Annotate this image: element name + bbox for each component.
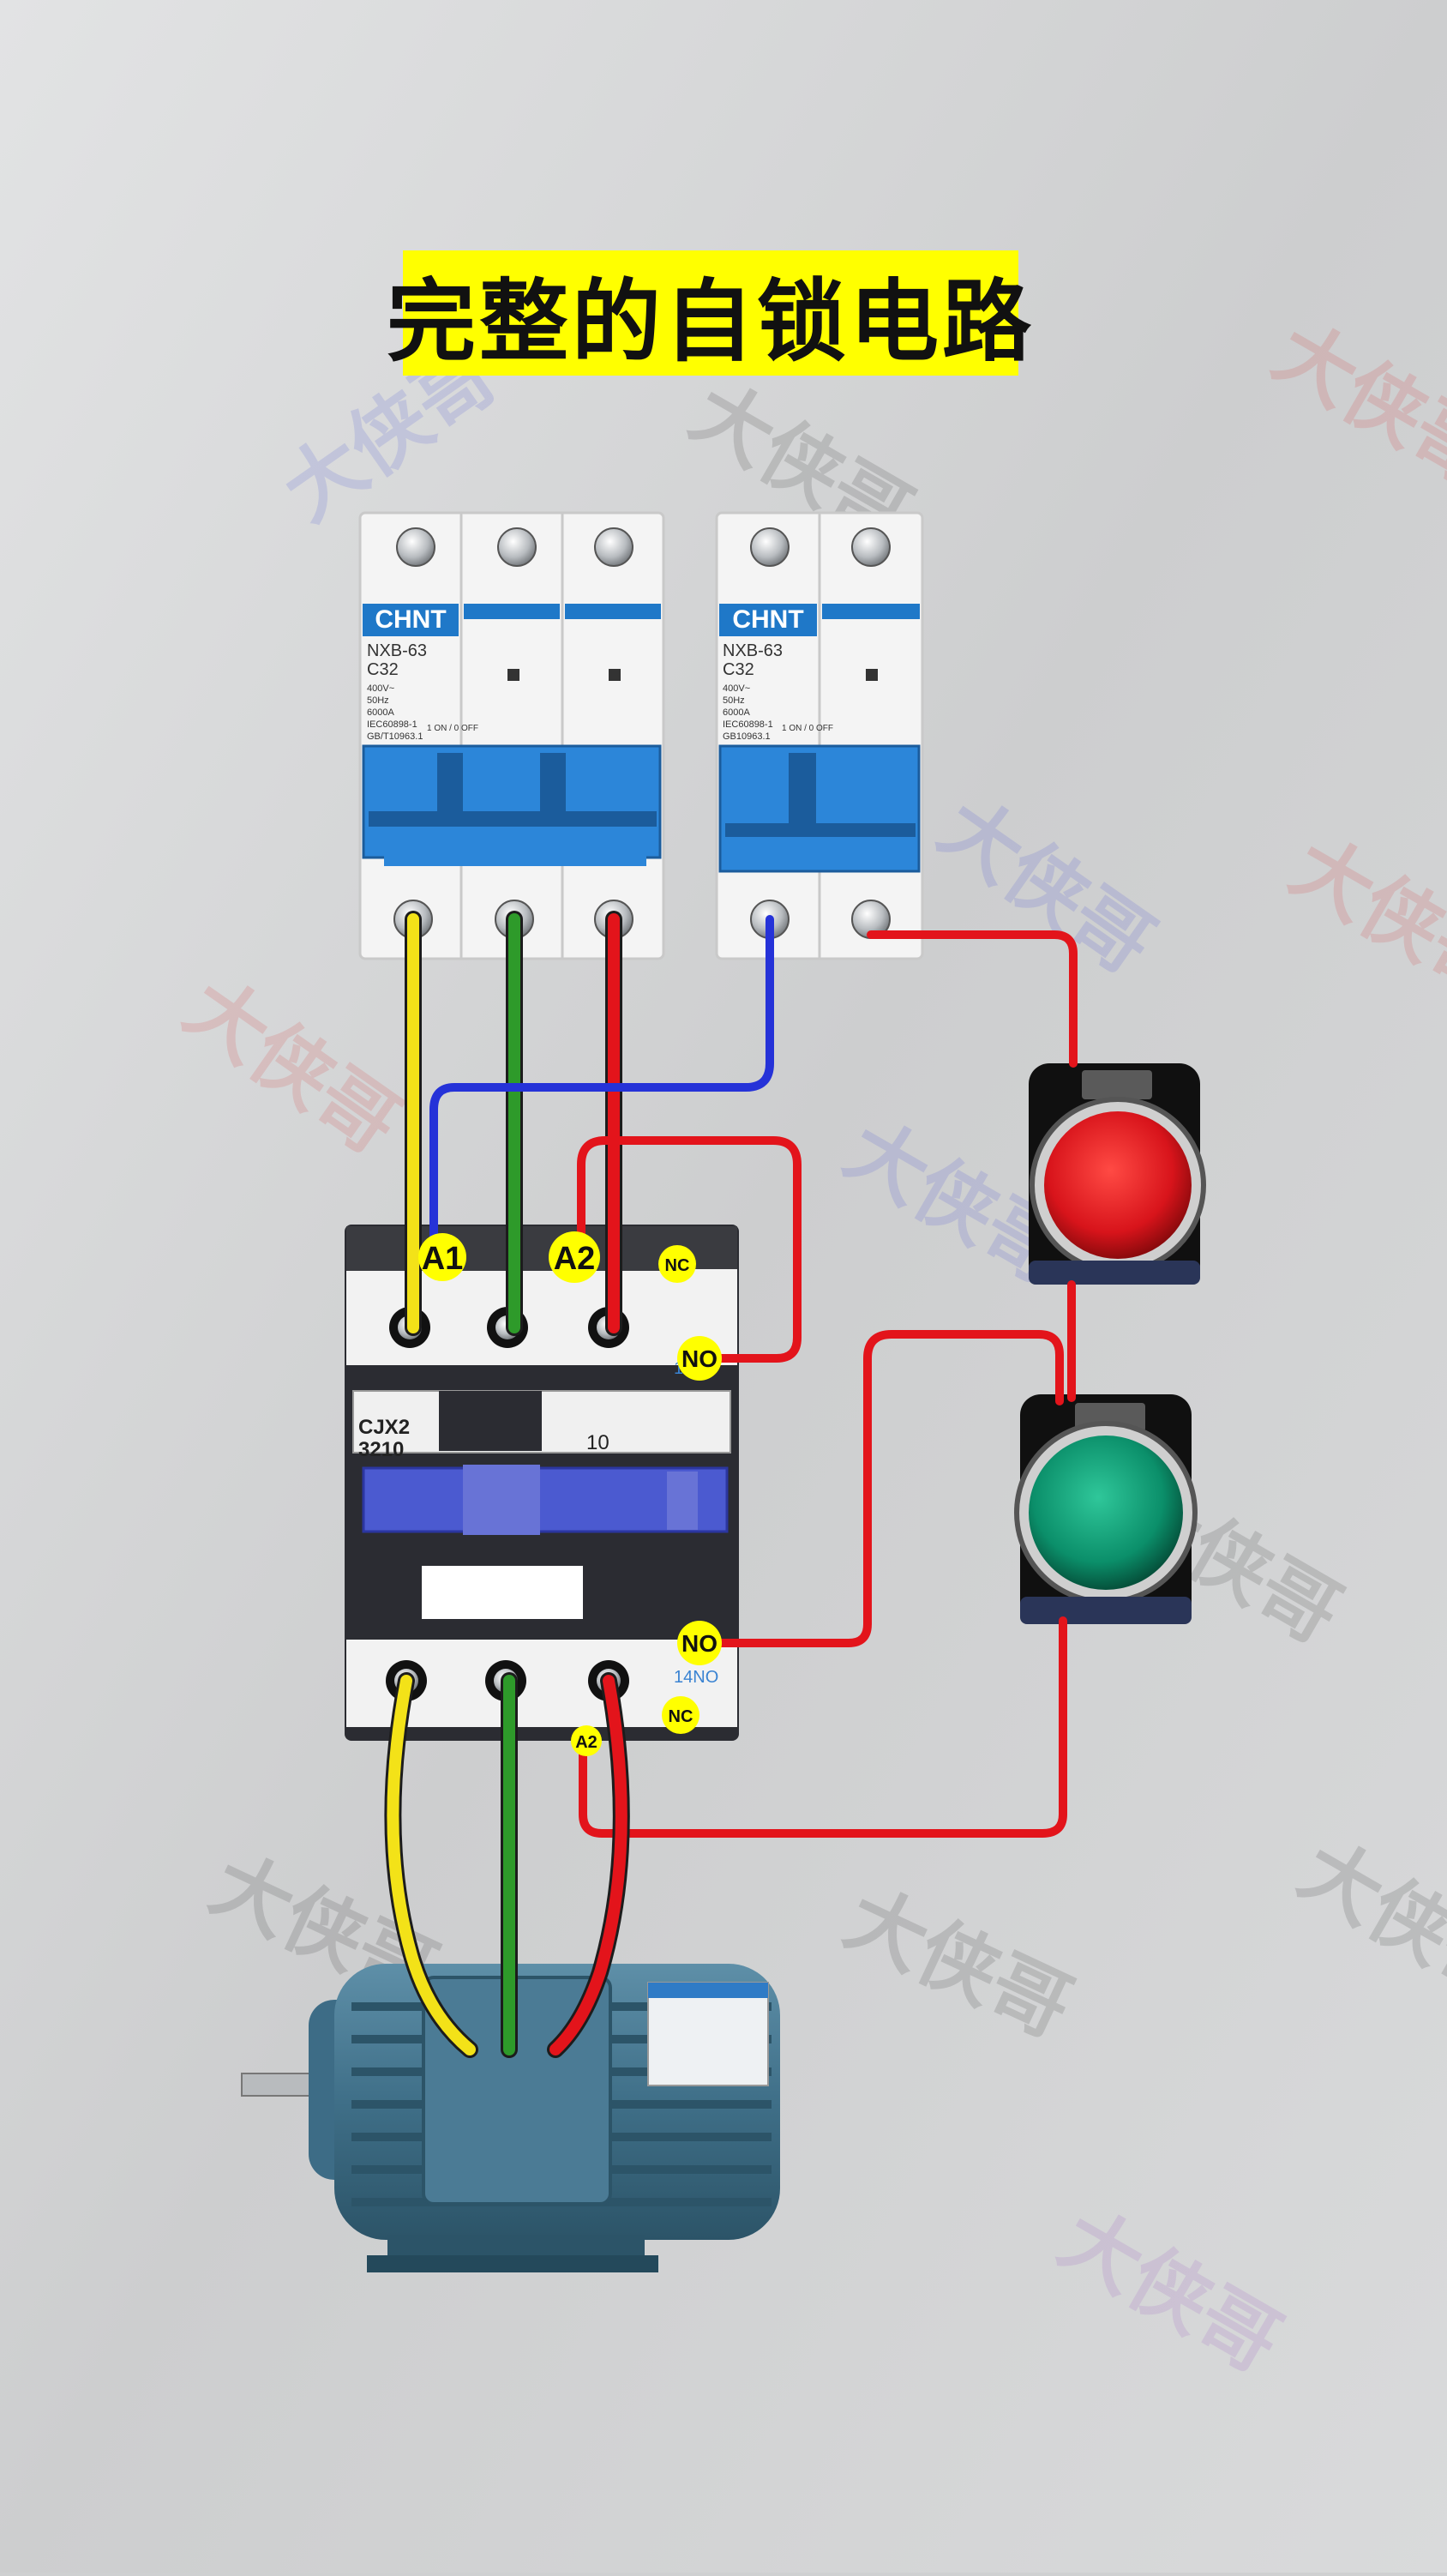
on-off-label: 1 ON / 0 OFF <box>427 724 478 733</box>
nc-badge <box>662 1696 699 1734</box>
rating-label: C32 <box>367 660 399 679</box>
brand-label: CHNT <box>732 605 803 634</box>
breaker-3p: CHNT NXB-63 C32 400V~50Hz6000AIEC60898-1… <box>358 511 665 960</box>
a2-badge <box>549 1231 600 1283</box>
nc-badge <box>658 1245 696 1283</box>
motor-nameplate <box>647 1982 769 2086</box>
spec-line: GB10963.1 <box>723 731 771 742</box>
spec-line: 400V~ <box>367 683 394 694</box>
spec-line: 6000A <box>723 707 750 718</box>
nc-label: NC <box>669 1707 693 1726</box>
wire-red-14no-to-start <box>697 1330 1064 1647</box>
title-banner: 完整的自锁电路 <box>387 250 1031 376</box>
spec-line: 400V~ <box>723 683 750 694</box>
screw-icon <box>750 527 790 567</box>
nc-label: NC <box>665 1256 690 1275</box>
spec-line: IEC60898-1 <box>723 719 773 730</box>
a1-badge <box>418 1233 466 1281</box>
no-code-label: 14NO <box>674 1668 718 1687</box>
page-title: 完整的自锁电路 <box>387 268 1036 374</box>
a2-label: A2 <box>554 1241 596 1277</box>
brand-label-bg <box>363 604 459 636</box>
start-button-lens[interactable] <box>1029 1435 1183 1590</box>
wires <box>384 911 1078 2058</box>
stop-button[interactable] <box>1029 1063 1206 1285</box>
wire-red-a2-to-13no <box>577 1136 802 1363</box>
contactor-model-number: 3210 <box>358 1438 404 1461</box>
wire-red-motor <box>549 1675 627 2055</box>
brand-label: CHNT <box>375 605 446 634</box>
screw-icon <box>851 527 891 567</box>
breaker-2p: CHNT NXB-63 C32 400V~50Hz6000AIEC60898-1… <box>715 511 924 960</box>
breaker-toggle[interactable] <box>718 744 921 873</box>
a1-label: A1 <box>422 1241 464 1277</box>
armature <box>362 1466 729 1533</box>
no-badge <box>677 1621 722 1665</box>
contactor-model: CJX2 <box>358 1416 410 1439</box>
start-button[interactable] <box>1014 1394 1198 1624</box>
rating-label: C32 <box>723 660 754 679</box>
screw-icon <box>594 527 633 567</box>
no-badge <box>677 1336 722 1381</box>
contactor: CJX2 3210 10 13NO 14NO <box>345 1225 739 1741</box>
wire-blue-neutral <box>429 915 774 1248</box>
spec-line: IEC60898-1 <box>367 719 417 730</box>
spec-line: 6000A <box>367 707 394 718</box>
model-label: NXB-63 <box>367 641 427 660</box>
screw-icon <box>396 527 435 567</box>
contactor-label-plate <box>422 1566 583 1619</box>
a2-badge <box>571 1725 602 1756</box>
wire-yellow-motor <box>387 1675 476 2055</box>
breaker-toggle[interactable] <box>362 744 662 859</box>
no-label: NO <box>681 1345 717 1372</box>
screw-icon <box>497 527 537 567</box>
wire-red-to-stop <box>867 930 1078 1068</box>
model-label: NXB-63 <box>723 641 783 660</box>
a2-label: A2 <box>575 1733 597 1752</box>
stop-button-lens[interactable] <box>1044 1111 1192 1259</box>
contactor-code: 10 <box>586 1431 609 1454</box>
spec-line: GB/T10963.1 <box>367 731 423 742</box>
no-label: NO <box>681 1630 717 1657</box>
on-off-label: 1 ON / 0 OFF <box>782 724 833 733</box>
terminal-labels: A1 A2 NC NO NO NC A2 <box>418 1231 722 1756</box>
spec-line: 50Hz <box>723 695 745 706</box>
spec-line: 50Hz <box>367 695 389 706</box>
motor-shaft <box>241 2073 320 2097</box>
wire-red-start-to-a2 <box>579 1616 1067 1838</box>
